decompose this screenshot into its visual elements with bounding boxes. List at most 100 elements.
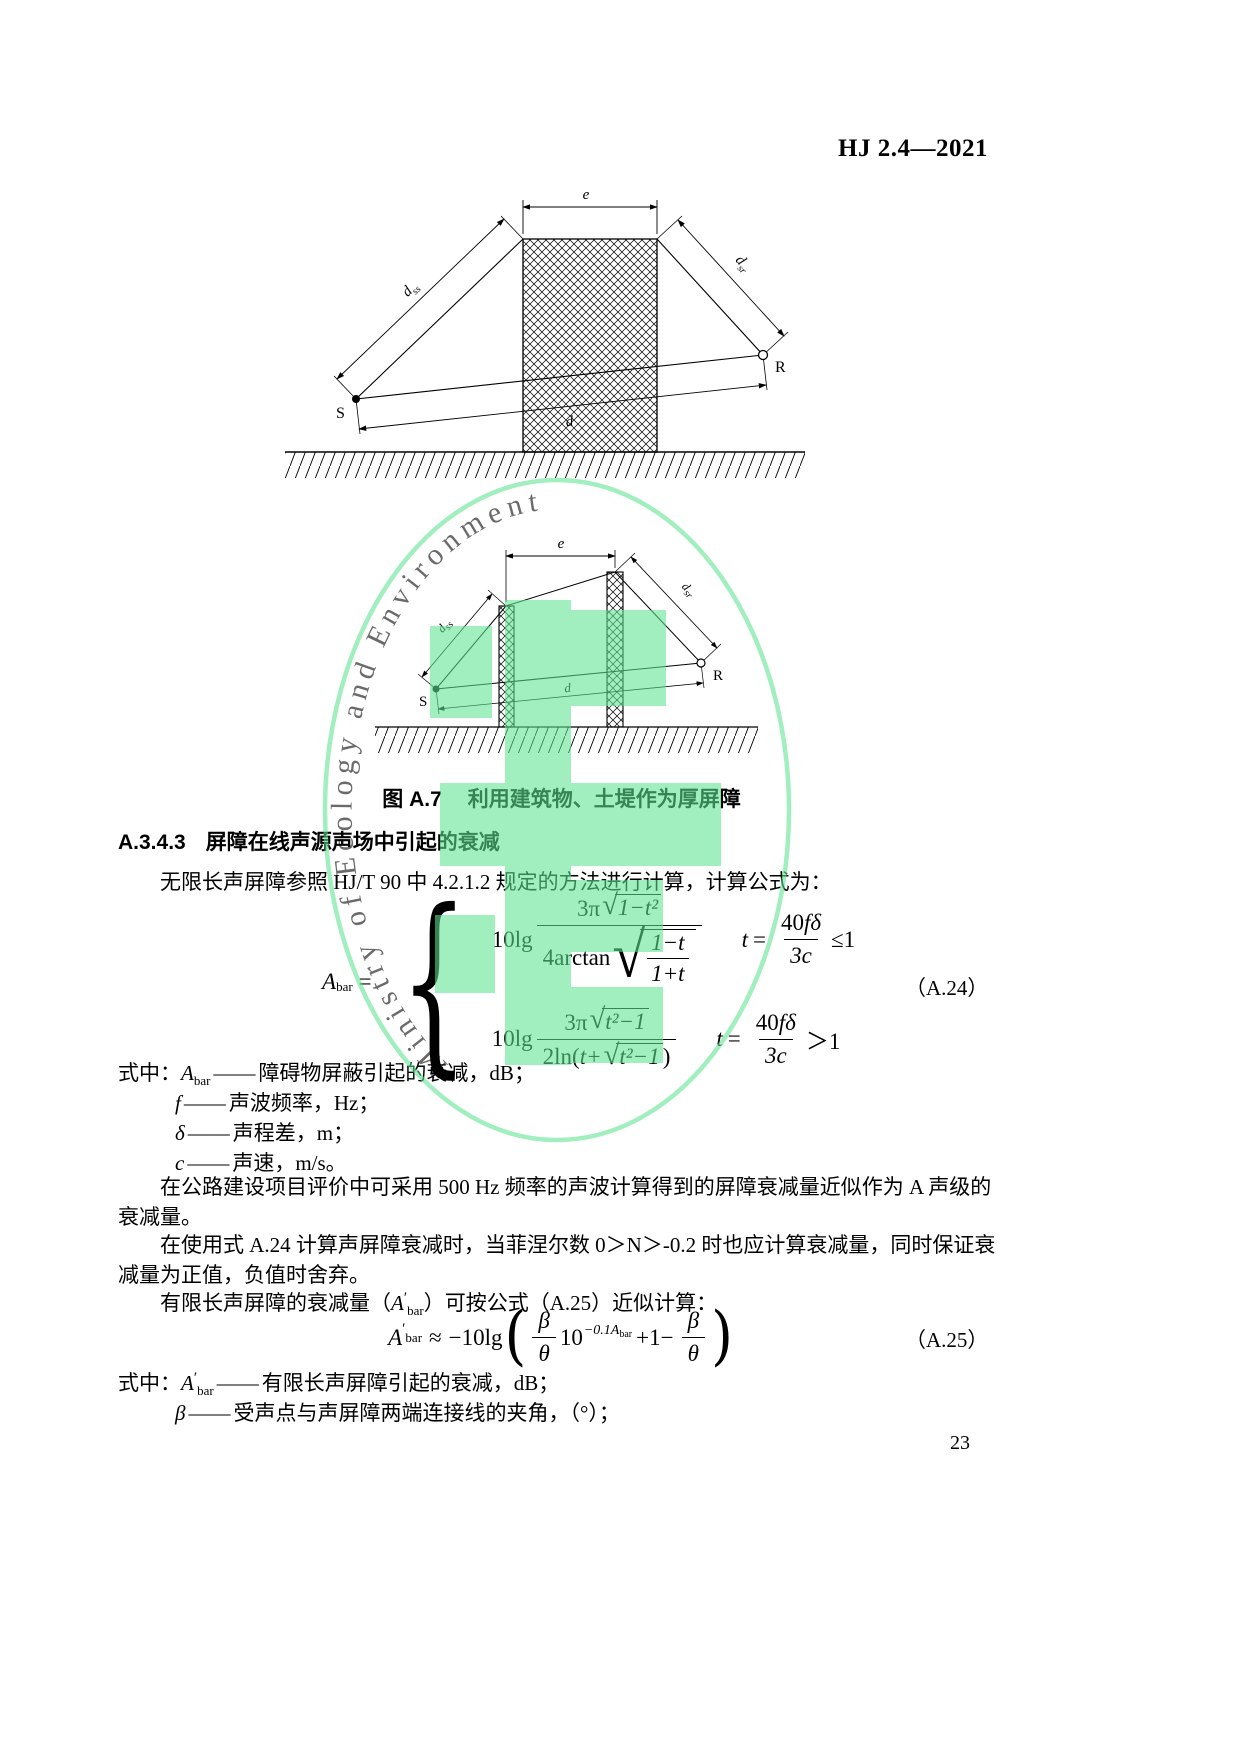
- source-point: [432, 685, 440, 693]
- text-run: 有限长声屏障的衰减量（: [160, 1291, 391, 1315]
- paragraph-500hz: 在公路建设项目评价中可采用 500 Hz 频率的声波计算得到的屏障衰减量近似作为…: [118, 1175, 992, 1229]
- definition-line: 式中：A′bar——有限长声屏障引起的衰减，dB；: [118, 1368, 1005, 1398]
- math-subscript: bar: [197, 1383, 214, 1399]
- math-comparison: ＞1: [805, 1029, 841, 1054]
- section-number: A.3.4.3: [118, 831, 186, 854]
- thick-barrier-block: [522, 238, 658, 453]
- math-symbol: t: [716, 1026, 723, 1051]
- math-token: β: [687, 1308, 700, 1333]
- math-equals: =: [727, 1026, 741, 1051]
- formula-a25-number: （A.25）: [905, 1328, 989, 1352]
- page-number: 23: [950, 1432, 970, 1454]
- dim-ext-line: [435, 688, 440, 715]
- figure-caption-title: 利用建筑物、土堤作为厚屏障: [467, 788, 741, 811]
- math-prime: ′: [193, 1370, 198, 1386]
- math-token: 3c: [784, 939, 818, 969]
- math-subscript: bar: [407, 1303, 424, 1319]
- definition-dash: ——: [213, 1061, 256, 1085]
- math-equals: =: [752, 926, 766, 952]
- ray-source-to-top: [355, 238, 524, 400]
- definition-text: 障碍物屏蔽引起的衰减，dB；: [258, 1061, 535, 1085]
- dim-ext-line: [656, 215, 683, 240]
- math-prime: ′: [403, 1290, 408, 1306]
- definition-text: 声速，m/s。: [232, 1151, 347, 1175]
- figure-caption: 图 A.7 利用建筑物、土堤作为厚屏障: [118, 783, 1005, 813]
- dim-ext-line: [333, 375, 357, 400]
- math-prime: ′: [402, 1321, 406, 1337]
- section-title: 屏障在线声源声场中引起的衰减: [205, 831, 500, 854]
- dim-dss-label: dss: [399, 278, 423, 302]
- dim-dss-line: [336, 218, 505, 380]
- definition-line: δ——声程差，m；: [118, 1118, 1005, 1148]
- text-run: ）可按公式（A.25）近似计算：: [423, 1291, 718, 1315]
- math-token: fδ: [803, 910, 822, 936]
- radical-sign: √: [589, 1002, 606, 1035]
- dim-e-label: e: [583, 187, 590, 203]
- thick-barrier-diagram: e dss dsr d S R: [285, 187, 805, 478]
- piecewise-brace: {: [399, 868, 468, 1096]
- math-token: 10lg: [491, 1026, 533, 1051]
- definition-dash: ——: [187, 1151, 230, 1175]
- ground-hatch: [375, 727, 758, 753]
- math-token: 10lg: [491, 926, 533, 952]
- definition-text: 声波频率，Hz；: [228, 1091, 380, 1115]
- math-exponent: −0.1Abar: [583, 1322, 633, 1340]
- dim-d-label: d: [564, 680, 572, 696]
- dim-ext-line: [500, 215, 524, 240]
- defs-prefix: 式中：: [118, 1061, 181, 1085]
- receiver-label: R: [775, 359, 786, 376]
- radical-sign: √: [612, 918, 646, 991]
- math-comparison: ≤1: [831, 926, 856, 952]
- sqrt-expression: √t²−1: [589, 1002, 649, 1036]
- dim-e-label: e: [558, 536, 565, 552]
- math-token: 3π: [576, 895, 601, 921]
- dim-dsr-label: dsr: [677, 579, 699, 601]
- definition-text: 有限长声屏障引起的衰减，dB；: [261, 1371, 560, 1395]
- math-symbol: A: [181, 1061, 194, 1085]
- source-label: S: [419, 694, 427, 710]
- math-token: θ: [532, 1337, 556, 1367]
- math-token: 40: [755, 1009, 779, 1035]
- math-symbol: A: [388, 1324, 403, 1350]
- math-subscript: bar: [619, 1328, 633, 1340]
- dim-d-label: d: [565, 414, 575, 431]
- math-token: β: [538, 1308, 550, 1333]
- radical-sign: √: [602, 889, 618, 921]
- barrier-building-2: [606, 571, 624, 728]
- math-symbol: t: [741, 926, 748, 952]
- receiver-point: [757, 349, 769, 361]
- math-symbol: δ: [175, 1121, 185, 1145]
- definition-dash: ——: [188, 1401, 231, 1425]
- barrier-building-1: [498, 605, 515, 728]
- power-expression: 10−0.1Abar: [559, 1322, 633, 1351]
- math-token: t²−1: [602, 1007, 649, 1035]
- figure-caption-label: 图 A.7: [382, 788, 442, 811]
- ground-hatch: [285, 452, 805, 478]
- math-token: 10: [559, 1324, 583, 1350]
- math-token: 3π: [564, 1009, 588, 1035]
- math-token: −0.1A: [583, 1322, 620, 1338]
- close-paren: ): [711, 1299, 733, 1375]
- math-symbol: A: [391, 1291, 404, 1315]
- math-token: 1+t: [647, 957, 689, 987]
- definition-text: 受声点与声屏障两端连接线的夹角，（°）；: [233, 1401, 620, 1425]
- symbol-definitions-a25: 式中：A′bar——有限长声屏障引起的衰减，dB； β——受声点与声屏障两端连接…: [118, 1368, 1005, 1428]
- dim-dsr-line: [677, 219, 785, 337]
- math-symbol: A: [181, 1371, 194, 1395]
- open-paren: (: [504, 1299, 527, 1375]
- math-token: +1−: [636, 1324, 674, 1350]
- math-equals: =: [358, 969, 372, 995]
- standard-number: HJ 2.4—2021: [838, 135, 988, 162]
- symbol-definitions-a24: 式中：Abar——障碍物屏蔽引起的衰减，dB； f——声波频率，Hz； δ——声…: [118, 1058, 1005, 1178]
